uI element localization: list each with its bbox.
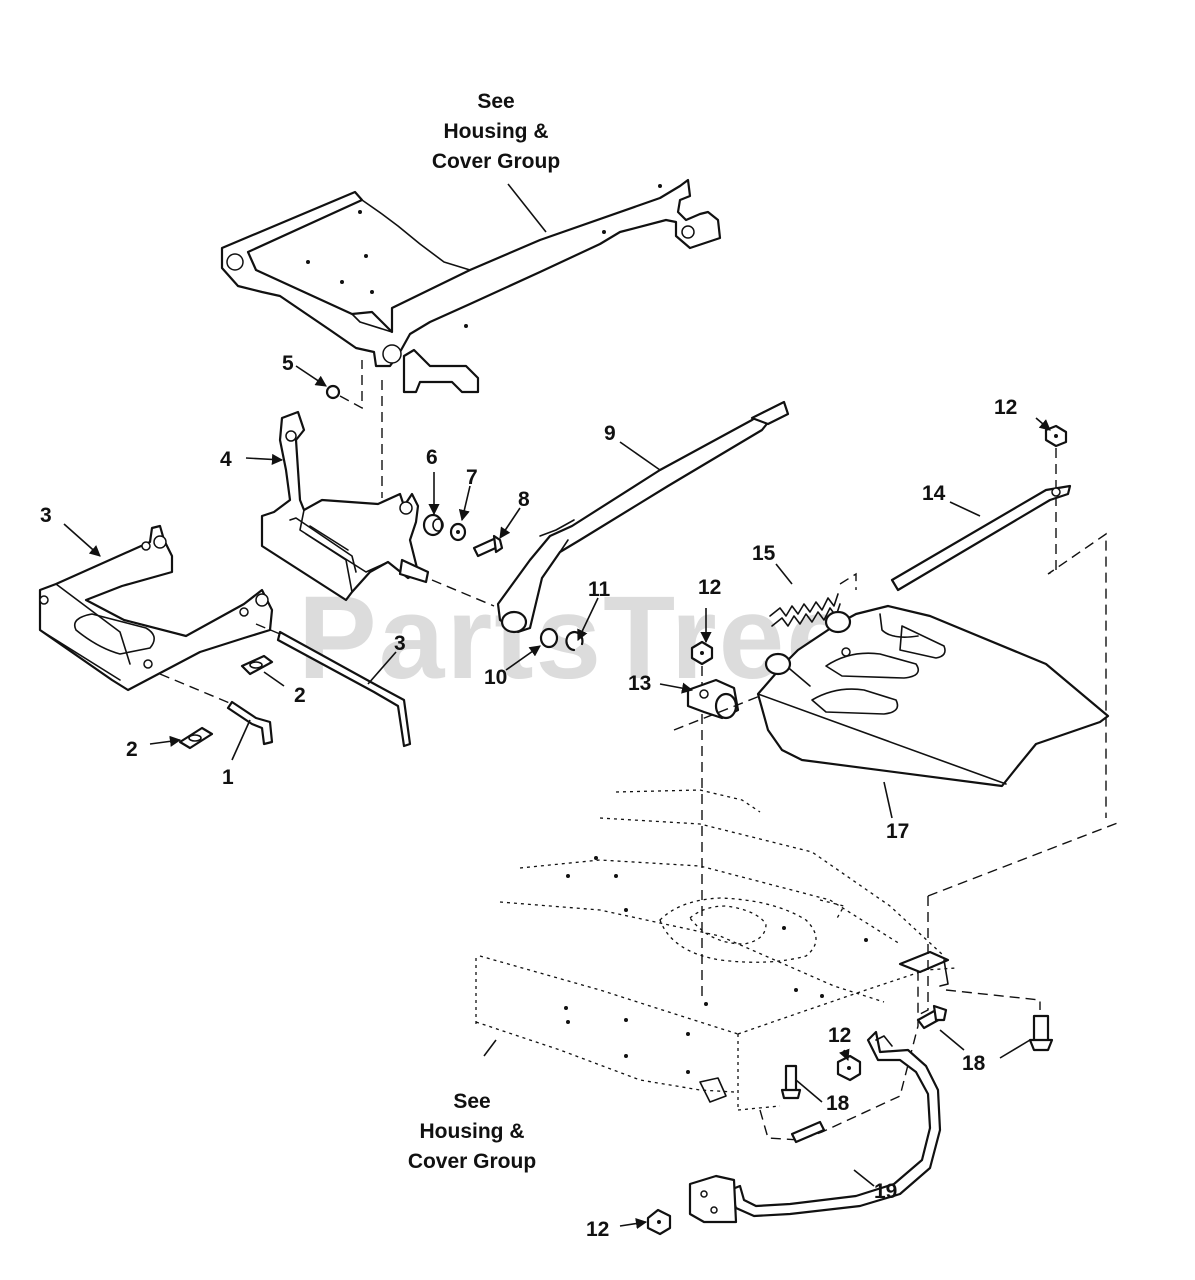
callout-2-a: 2: [294, 684, 306, 707]
part-12-nut-bottom: [646, 1208, 672, 1236]
see-housing-cover-note-top: See Housing & Cover Group: [432, 90, 560, 173]
callout-2-b: 2: [126, 738, 138, 761]
see-housing-cover-note-bottom: See Housing & Cover Group: [408, 1090, 536, 1173]
part-3-rod: [255, 623, 412, 748]
part-8-bolt: [472, 534, 504, 558]
part-13-link: [673, 678, 761, 731]
upper-frame-assembly: [220, 178, 722, 394]
callout-19: 19: [874, 1180, 897, 1203]
callout-17: 17: [886, 820, 909, 843]
part-19-bracket-rod: [688, 1030, 942, 1224]
part-18-bolt-b: [790, 1120, 826, 1144]
svg-text:See: See: [477, 90, 514, 113]
callout-3-a: 3: [40, 504, 52, 527]
svg-text:Cover Group: Cover Group: [408, 1150, 536, 1173]
callout-1: 1: [222, 766, 234, 789]
callout-14: 14: [922, 482, 946, 505]
part-1-rod: [159, 673, 274, 746]
callout-4: 4: [220, 448, 232, 471]
part-5-nut: [325, 360, 363, 410]
callout-3-b: 3: [394, 632, 406, 655]
part-4-bracket: [260, 380, 495, 607]
mower-deck-outline: [475, 789, 1121, 1141]
callout-numbers: 1 2 2 3 3 4 5 6 7 8 9 10 11 12 12 12 12 …: [40, 352, 1017, 1241]
part-18-bolt-c: [916, 1004, 948, 1030]
part-17-discharge-chute: [756, 604, 1110, 788]
part-2-clip-a: [240, 654, 274, 676]
part-15-spring: [769, 572, 857, 627]
svg-text:Housing &: Housing &: [420, 1120, 525, 1143]
part-12-nut-top: [1044, 424, 1107, 818]
svg-text:Housing &: Housing &: [444, 120, 549, 143]
bottom-note-leader: [483, 1039, 497, 1057]
callout-12-b: 12: [698, 576, 721, 599]
part-18-bolt-d: [1028, 1014, 1054, 1052]
callout-5: 5: [282, 352, 294, 375]
callout-6: 6: [426, 446, 438, 469]
part-3-plate: [38, 524, 274, 692]
top-note-leader: [507, 183, 547, 233]
part-7-washer: [449, 522, 467, 542]
svg-text:Cover Group: Cover Group: [432, 150, 560, 173]
callout-leaders: [63, 365, 1051, 1230]
callout-12-c: 12: [828, 1024, 851, 1047]
part-10-washer: [539, 627, 559, 649]
callout-12-a: 12: [994, 396, 1017, 419]
callout-12-d: 12: [586, 1218, 609, 1241]
svg-text:See: See: [453, 1090, 490, 1113]
part-12-nut-lower: [836, 1054, 862, 1082]
callout-10: 10: [484, 666, 507, 689]
callout-9: 9: [604, 422, 616, 445]
callout-7: 7: [466, 466, 478, 489]
callout-15: 15: [752, 542, 776, 565]
callout-18-a: 18: [826, 1092, 850, 1115]
callout-13: 13: [628, 672, 651, 695]
part-6-bushing: [422, 513, 444, 537]
part-14-rod: [890, 484, 1072, 592]
part-18-bolt-a: [780, 1064, 802, 1100]
callout-8: 8: [518, 488, 530, 511]
part-9-lift-lever: [496, 400, 790, 634]
callout-11: 11: [588, 578, 611, 601]
callout-18-b: 18: [962, 1052, 986, 1075]
part-2-clip-b: [178, 726, 214, 750]
